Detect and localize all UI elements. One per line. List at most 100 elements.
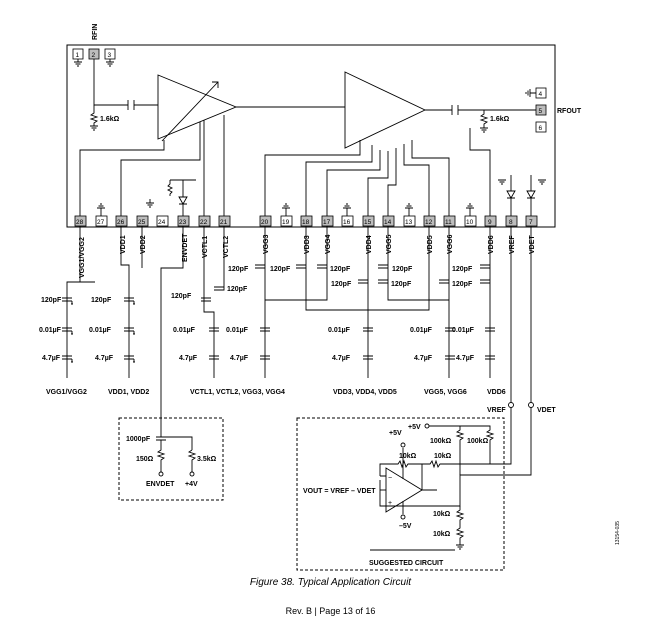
vref-resistor-label: 10kΩ (434, 453, 452, 460)
vgg5-line (387, 148, 397, 216)
feedback-resistor-label: 10kΩ (399, 453, 417, 460)
pin-name-vdet: VDET (529, 235, 536, 254)
cap-stack-vgg1: 120pF 0.01µF 4.7µF (39, 297, 73, 363)
pin-25-box (136, 215, 149, 227)
divider-resistors (455, 506, 465, 550)
cap-label: 120pF (391, 281, 412, 288)
pin-11-label: 11 (445, 219, 452, 226)
pin-18-box (300, 215, 313, 227)
pin-1-label: 1 (76, 52, 80, 59)
pin-8-box (505, 215, 518, 227)
pin-name-vdd3: VDD3 (304, 235, 311, 254)
top-pins: 1 2 3 (72, 48, 116, 67)
pin-name-labels: VGG1/VGG2 VDD1 VDD2 ENVDET VCTL1 VCTL2 V… (79, 233, 536, 278)
pin-20-box (259, 215, 272, 227)
pin-27-box (95, 215, 108, 227)
supply-label-vgg1-vgg2: VGG1/VGG2 (46, 389, 87, 396)
envdet-terminal (158, 471, 164, 477)
cap-label: 4.7µF (414, 355, 433, 362)
capacitor (485, 355, 495, 360)
pin-25-label: 25 (138, 219, 146, 226)
pin-12-label: 12 (425, 219, 433, 226)
chip-outline (66, 44, 556, 228)
pin-17-box (321, 215, 334, 227)
pin-22-label: 22 (200, 219, 208, 226)
vdd6-line (469, 128, 491, 216)
ground-symbol (146, 199, 154, 208)
envdet-resistor (166, 180, 174, 196)
pin-28-label: 28 (76, 219, 84, 226)
cap-label: 4.7µF (332, 355, 351, 362)
suggested-circuit-box (296, 417, 505, 571)
pin-23-box (177, 215, 190, 227)
vref-diode (506, 175, 516, 216)
envdet-r150-label: 150Ω (136, 456, 154, 463)
capacitor (480, 279, 490, 284)
vdet-label: VDET (537, 407, 556, 414)
vgg3-line (264, 140, 361, 216)
cap-label: 120pF (452, 266, 473, 273)
plus5v-label-b: +5V (408, 424, 421, 431)
envdet-output-line (160, 226, 184, 430)
pin-21-label: 21 (220, 219, 228, 226)
pin-9-box (484, 215, 497, 227)
pin-3-label: 3 (108, 52, 112, 59)
vgg5-vgg6-bus (387, 226, 450, 378)
power-amplifier (344, 71, 427, 149)
vdd5-line (403, 144, 430, 216)
cap-label: 120pF (91, 297, 112, 304)
pin-13-box (403, 215, 416, 227)
pin-11-box (443, 215, 456, 227)
pin-22-box (198, 215, 211, 227)
pin-24-box (156, 215, 169, 227)
capacitor (378, 264, 388, 269)
pin-23-label: 23 (179, 219, 187, 226)
op-amp-plus: + (388, 500, 392, 507)
cap-label: 120pF (270, 266, 291, 273)
capacitor (358, 279, 368, 284)
vdd3-line (305, 145, 373, 216)
vdd1-supply-line (120, 226, 143, 378)
supply-label-vdd6: VDD6 (487, 389, 506, 396)
plus4v-terminal (189, 471, 195, 477)
envdet-r3k5-label: 3.5kΩ (197, 456, 217, 463)
feedback-network (379, 459, 437, 491)
divider-resistor-label-top: 10kΩ (433, 511, 451, 518)
capacitor (255, 264, 265, 269)
pin-name-vgg6: VGG6 (447, 234, 454, 254)
pin-name-vgg5: VGG5 (386, 234, 393, 254)
pin-name-envdet: ENVDET (182, 233, 189, 262)
cap-label: 120pF (41, 297, 62, 304)
envdet-diode (178, 196, 188, 216)
rf-input-wire (93, 59, 158, 106)
capacitor (124, 355, 135, 363)
pin-21-box (218, 215, 231, 227)
envdet-r150 (156, 440, 166, 472)
ground-symbol (525, 89, 536, 97)
capacitor (378, 279, 388, 284)
cap-label: 120pF (228, 266, 249, 273)
envdet-terminal-label: ENVDET (146, 481, 175, 488)
figure-caption: Figure 38. Typical Application Circuit (249, 577, 412, 588)
pin-16-label: 16 (343, 219, 351, 226)
pullup-resistor-label-b: 100kΩ (467, 438, 489, 445)
capacitor (439, 279, 449, 284)
pin-20-label: 20 (261, 219, 269, 226)
vref-vdet-lines (510, 226, 532, 402)
cap-label: 0.01µF (39, 327, 62, 334)
cap-label: 0.01µF (89, 327, 112, 334)
supply-label-vgg5-vgg6: VGG5, VGG6 (424, 389, 467, 396)
cap-stack-vctl: 120pF 120pF 0.01µF 4.7µF (171, 286, 248, 362)
vref-input-resistor (422, 408, 512, 469)
ground-symbol (498, 179, 546, 185)
supply-label-vdd1-vdd2: VDD1, VDD2 (108, 389, 149, 396)
cap-stack-vdd1: 120pF 0.01µF 4.7µF (89, 297, 135, 363)
pin-2-label: 2 (92, 52, 96, 59)
cap-label: 120pF (331, 281, 352, 288)
noninverting-input (379, 480, 386, 507)
pullup-resistor-label-a: 100kΩ (430, 438, 452, 445)
capacitor (201, 297, 211, 302)
variable-gain-amplifier (157, 74, 238, 140)
pin-7-box (525, 215, 538, 227)
pin-5-box (535, 104, 547, 116)
